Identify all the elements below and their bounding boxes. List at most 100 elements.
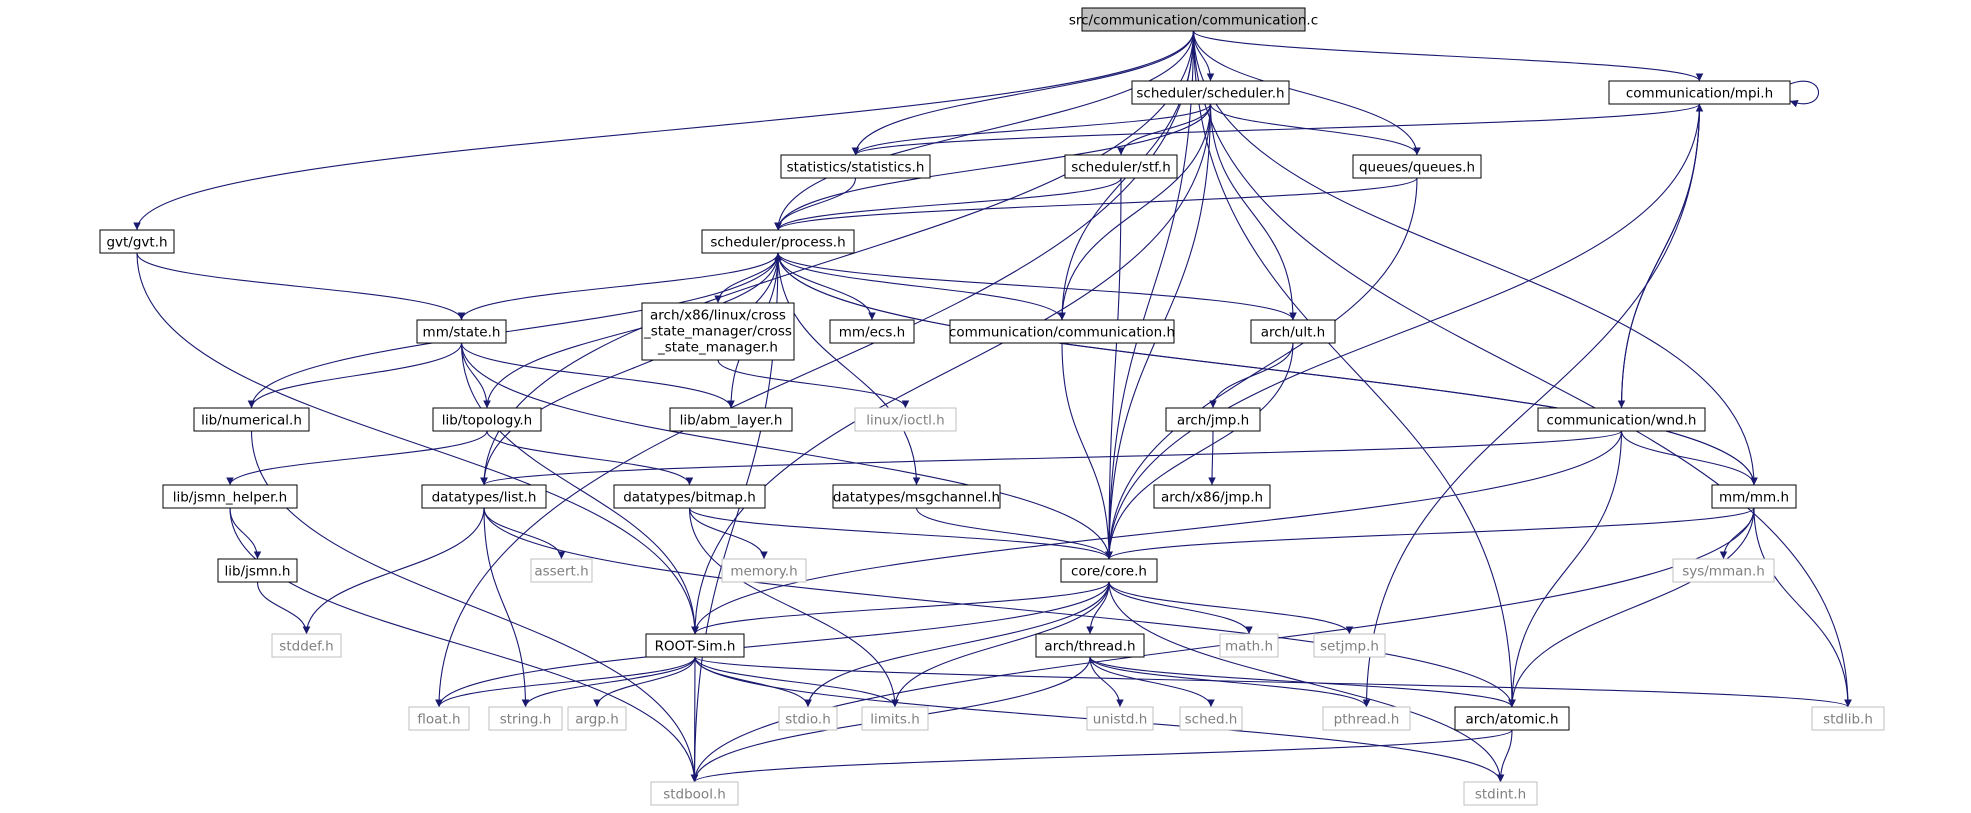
node-box <box>1060 558 1158 583</box>
node-core_h[interactable]: core/core.h <box>1060 558 1158 583</box>
node-stf_h[interactable]: scheduler/stf.h <box>1064 154 1178 179</box>
node-label: queues/queues.h <box>1359 160 1475 176</box>
node-mm_h[interactable]: mm/mm.h <box>1711 484 1797 509</box>
node-msgch_h[interactable]: datatypes/msgchannel.h <box>832 484 1001 509</box>
node-label: datatypes/list.h <box>432 490 537 506</box>
node-jsmn_h[interactable]: lib/jsmn.h <box>217 558 298 583</box>
edge-jsmnh_h-to-jsmn_h <box>229 507 262 560</box>
edge-stf_h-to-process_h <box>774 177 1122 231</box>
edge-comm_c-to-gvt_h <box>133 30 1195 231</box>
node-ecs_h[interactable]: mm/ecs.h <box>829 319 915 344</box>
edge-state_h-to-core_h <box>460 342 1113 560</box>
edge-sched_h-to-stats_h <box>851 103 1212 156</box>
node-box <box>1086 706 1154 731</box>
edge-process_h-to-ecs_h <box>777 252 876 321</box>
edge-thread_h-to-pthread_h <box>1089 656 1371 708</box>
edge-core_h-to-math_h <box>1108 581 1253 635</box>
node-sched_sys_h: sched.h <box>1179 706 1243 731</box>
edge-ult_h-to-core_h <box>1105 342 1294 560</box>
node-gvt_h[interactable]: gvt/gvt.h <box>99 229 175 254</box>
node-label: mm/ecs.h <box>839 325 905 341</box>
node-stdlib_h: stdlib.h <box>1811 706 1885 731</box>
node-box <box>1250 319 1336 344</box>
edge-sched_h-to-rootsim_h <box>691 103 1212 635</box>
node-label: communication/communication.h <box>949 325 1175 341</box>
node-mpi_h[interactable]: communication/mpi.h <box>1608 80 1791 105</box>
node-box <box>416 319 507 344</box>
node-sched_h[interactable]: scheduler/scheduler.h <box>1131 80 1290 105</box>
node-label: datatypes/bitmap.h <box>623 490 756 506</box>
node-sysmman_h: sys/mman.h <box>1672 558 1775 583</box>
node-box <box>162 484 298 509</box>
node-jmp_h[interactable]: arch/jmp.h <box>1165 407 1261 432</box>
node-ult_h[interactable]: arch/ult.h <box>1250 319 1336 344</box>
node-box <box>432 407 542 432</box>
edge-comm_c-to-process_h <box>774 30 1195 231</box>
edge-comm_c-to-mm_h <box>1192 30 1758 486</box>
node-memory_h: memory.h <box>721 558 807 583</box>
node-label: scheduler/process.h <box>710 235 845 251</box>
edge-core_h-to-stdio_h <box>804 581 1110 708</box>
node-box <box>701 229 855 254</box>
node-numerical_h[interactable]: lib/numerical.h <box>193 407 310 432</box>
edge-process_h-to-list_h <box>480 252 779 486</box>
node-label: scheduler/stf.h <box>1071 160 1171 176</box>
node-bitmap_h[interactable]: datatypes/bitmap.h <box>613 484 766 509</box>
node-list_h[interactable]: datatypes/list.h <box>421 484 547 509</box>
node-process_h[interactable]: scheduler/process.h <box>701 229 855 254</box>
edge-jmp_h-to-x86jmp_h <box>1208 430 1216 486</box>
node-label-line: _state_manager.h <box>657 340 778 356</box>
edge-comm_c-to-stats_h <box>851 30 1195 156</box>
node-box <box>1131 80 1290 105</box>
edge-sched_h-to-queues_h <box>1209 103 1421 156</box>
node-assert_h: assert.h <box>530 558 593 583</box>
node-comm_c[interactable]: src/communication/communication.c <box>1069 7 1318 32</box>
node-atomic_h[interactable]: arch/atomic.h <box>1454 706 1570 731</box>
node-label: stdio.h <box>785 712 831 728</box>
edge-wnd_h-to-list_h <box>480 430 1623 486</box>
node-label: limits.h <box>870 712 920 728</box>
node-x86jmp_h[interactable]: arch/x86/jmp.h <box>1153 484 1271 509</box>
node-box <box>1313 633 1386 658</box>
node-csm_h[interactable]: arch/x86/linux/cross_state_manager/cross… <box>641 302 795 361</box>
node-queues_h[interactable]: queues/queues.h <box>1352 154 1482 179</box>
node-box <box>829 319 915 344</box>
node-label: lib/numerical.h <box>201 413 302 429</box>
node-label: stdlib.h <box>1823 712 1873 728</box>
node-label: ROOT-Sim.h <box>655 639 736 655</box>
node-box <box>1035 633 1145 658</box>
node-box <box>1463 781 1538 806</box>
edge-sched_h-to-stf_h <box>1117 103 1212 156</box>
node-state_h[interactable]: mm/state.h <box>416 319 507 344</box>
node-label: setjmp.h <box>1320 639 1379 655</box>
node-topology_h[interactable]: lib/topology.h <box>432 407 542 432</box>
node-abm_h[interactable]: lib/abm_layer.h <box>669 407 793 432</box>
node-stdbool_h: stdbool.h <box>650 781 739 806</box>
node-rootsim_h[interactable]: ROOT-Sim.h <box>645 633 745 658</box>
node-label: memory.h <box>730 564 797 580</box>
node-label: datatypes/msgchannel.h <box>833 490 1000 506</box>
node-box <box>650 781 739 806</box>
edge-mm_h-to-core_h <box>1105 507 1755 560</box>
node-stddef_h: stddef.h <box>271 633 342 658</box>
node-box <box>1608 80 1791 105</box>
edge-rootsim_h-to-argp_h <box>593 656 696 708</box>
node-unistd_h: unistd.h <box>1086 706 1154 731</box>
node-box <box>861 706 929 731</box>
node-label: lib/topology.h <box>442 413 533 429</box>
node-layer: src/communication/communication.c schedul… <box>99 7 1885 806</box>
edge-layer <box>133 30 1852 783</box>
node-label: src/communication/communication.c <box>1069 13 1318 29</box>
node-thread_h[interactable]: arch/thread.h <box>1035 633 1145 658</box>
node-box <box>1322 706 1411 731</box>
node-jsmnh_h[interactable]: lib/jsmn_helper.h <box>162 484 298 509</box>
node-float_h: float.h <box>408 706 470 731</box>
node-wnd_h[interactable]: communication/wnd.h <box>1537 407 1706 432</box>
edge-msgch_h-to-core_h <box>915 507 1113 560</box>
node-commh[interactable]: communication/communication.h <box>949 319 1175 344</box>
node-box <box>421 484 547 509</box>
node-label: arch/jmp.h <box>1177 413 1249 429</box>
node-box <box>408 706 470 731</box>
edge-mm_h-to-stdlib_h <box>1753 507 1852 708</box>
node-stats_h[interactable]: statistics/statistics.h <box>780 154 931 179</box>
